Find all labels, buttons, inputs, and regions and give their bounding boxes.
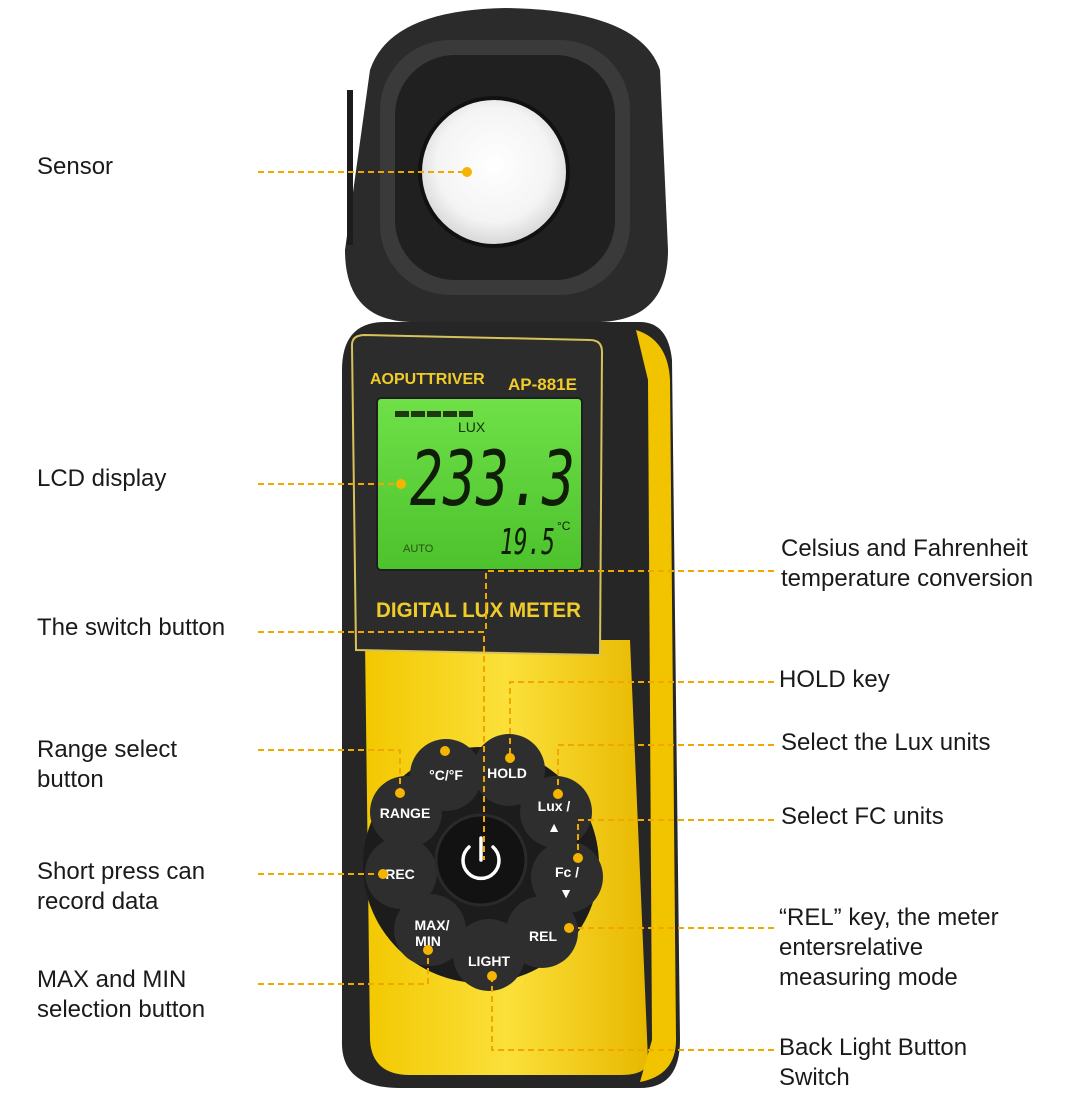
callout-lux-line: Select the Lux units <box>781 729 991 756</box>
maxmin-button[interactable] <box>394 894 466 966</box>
rel-button-label: REL <box>529 928 557 944</box>
callout-switch: The switch button <box>37 613 225 643</box>
callout-fc: Select FC units <box>781 802 944 832</box>
product-name: DIGITAL LUX METER <box>376 599 581 622</box>
lux-button[interactable] <box>520 776 592 848</box>
callout-sensor-line: Sensor <box>37 153 114 180</box>
lcd-reading: 233.3 <box>410 434 575 523</box>
callout-hold: HOLD key <box>779 665 890 695</box>
callout-cf: Celsius and Fahrenheit temperature conve… <box>781 534 1033 594</box>
power-icon <box>461 836 501 881</box>
lcd-temperature: 19.5 <box>500 522 555 563</box>
callout-lcd: LCD display <box>37 464 166 494</box>
callout-lcd-line: LCD display <box>37 465 167 492</box>
fc-down-arrow: ▼ <box>559 885 573 901</box>
fc-button-label: Fc / <box>555 864 579 880</box>
cf-button-label: °C/°F <box>429 767 463 783</box>
callout-rec: Short press can record data <box>37 857 205 917</box>
lcd-temp-unit: °C <box>557 519 571 533</box>
callout-hold-line: HOLD key <box>779 666 890 693</box>
callout-switch-line: The switch button <box>37 614 226 641</box>
hold-button-label: HOLD <box>487 765 527 781</box>
sensor-head <box>345 8 668 322</box>
rec-button-label: REC <box>385 866 415 882</box>
callout-rec-line-1: Short press can <box>37 858 206 885</box>
callout-rel-line-3: measuring mode <box>779 964 958 991</box>
rec-button[interactable] <box>365 837 437 909</box>
callout-leaders <box>258 171 774 1051</box>
lux-button-label: Lux / <box>538 798 571 814</box>
callout-range-line-1: Range select <box>37 736 178 763</box>
callout-rel: “REL” key, the meter entersrelative meas… <box>779 903 999 993</box>
light-button[interactable] <box>453 919 525 991</box>
callout-cf-line-1: Celsius and Fahrenheit <box>781 535 1028 562</box>
callout-maxmin-line-2: selection button <box>37 996 206 1023</box>
maxmin-button-label: MAX/ <box>415 917 450 933</box>
light-button-label: LIGHT <box>468 953 510 969</box>
callout-rel-line-2: entersrelative <box>779 934 924 961</box>
callout-lux: Select the Lux units <box>781 728 990 758</box>
callout-fc-line: Select FC units <box>781 803 944 830</box>
callout-rel-line-1: “REL” key, the meter <box>779 904 999 931</box>
lcd-display: LUX 233.3 19.5 °C AUTO <box>376 397 583 571</box>
maxmin-button-label-2: MIN <box>415 933 441 949</box>
range-button-label: RANGE <box>380 805 431 821</box>
callout-light: Back Light Button Switch <box>779 1033 967 1093</box>
callout-dots <box>378 167 583 981</box>
callout-rec-line-2: record data <box>37 888 159 915</box>
brand-label: AOPUTTRIVER <box>370 371 485 388</box>
callout-maxmin-line-1: MAX and MIN <box>37 966 187 993</box>
sensor-dome <box>420 98 568 246</box>
model-label: AP-881E <box>508 375 577 394</box>
callout-range-line-2: button <box>37 766 104 793</box>
hold-button[interactable] <box>473 734 545 806</box>
keypad <box>363 734 603 991</box>
callout-maxmin: MAX and MIN selection button <box>37 965 205 1025</box>
lux-up-arrow: ▲ <box>547 819 561 835</box>
callout-sensor: Sensor <box>37 152 113 182</box>
fc-button[interactable] <box>531 841 603 913</box>
callout-light-line-1: Back Light Button <box>779 1034 968 1061</box>
bar-graph <box>395 411 473 417</box>
callout-range: Range select button <box>37 735 177 795</box>
lcd-unit: LUX <box>458 419 486 435</box>
callout-cf-line-2: temperature conversion <box>781 565 1034 592</box>
range-button[interactable] <box>370 776 442 848</box>
lcd-mode: AUTO <box>403 543 434 555</box>
callout-light-line-2: Switch <box>779 1064 850 1091</box>
